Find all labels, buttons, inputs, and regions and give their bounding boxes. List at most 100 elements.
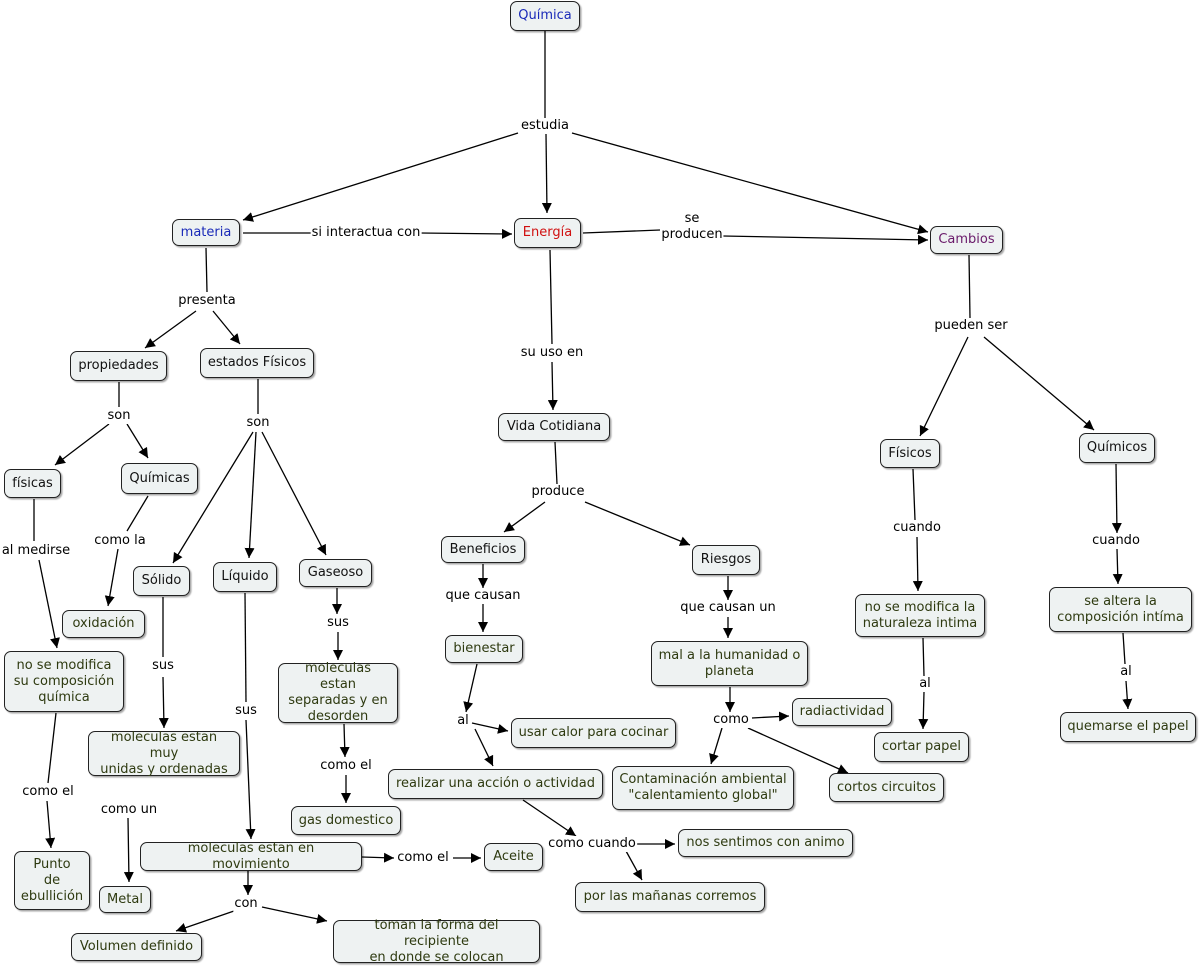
concept-materia[interactable]: materia [172,219,240,246]
concept-quimicos[interactable]: Químicos [1079,433,1155,463]
connector-line-16 [244,431,257,559]
connector-line-45 [463,663,478,713]
link-son-propiedades: son [106,408,132,424]
concept-fisicas[interactable]: físicas [4,469,61,498]
connector-line-41 [503,501,546,533]
connector-line-22 [47,712,57,784]
link-si-interactua-con: si interactua con [310,225,422,241]
connector-line-57 [968,254,971,319]
connector-line-60 [912,468,916,521]
concept-cambios[interactable]: Cambios [930,226,1003,254]
concept-solido[interactable]: Sólido [133,566,190,596]
connector-line-26 [123,817,134,883]
concept-aceite[interactable]: Aceite [484,843,543,871]
concept-no-modifica-composicion[interactable]: no se modifica su composición química [4,651,124,712]
connector-line-17 [261,431,327,556]
concept-beneficios[interactable]: Beneficios [441,536,525,563]
connector-line-66 [1122,632,1126,665]
connector-line-20 [126,495,149,532]
link-como-un: como un [99,802,159,818]
connector-line-55 [709,727,723,765]
connector-line-65 [1112,548,1123,585]
concept-liquido[interactable]: Líquido [213,562,277,592]
concept-mal-humanidad[interactable]: mal a la humanidad o planeta [651,641,808,686]
link-estudia: estudia [520,118,570,134]
concept-fisicos[interactable]: Físicos [880,439,940,468]
concept-moleculas-movimiento[interactable]: moleculas estan en movimiento [140,841,362,872]
link-que-causan: que causan [444,588,522,604]
link-produce: produce [530,484,586,500]
connector-line-10 [212,310,241,345]
connector-line-63 [918,691,929,730]
link-como-riesgos: como [712,712,750,728]
link-se-producen: se producen [660,211,724,243]
connector-line-6 [582,229,661,234]
concept-vida-cotidiana[interactable]: Vida Cotidiana [498,413,610,441]
concept-altera-composicion[interactable]: se altera la composición intíma [1049,587,1192,632]
link-presenta: presenta [177,293,237,309]
concept-contaminacion[interactable]: Contaminación ambiental "calentamiento g… [612,766,794,810]
link-como-el-punto: como el [21,784,75,800]
connector-line-59 [983,336,1095,431]
connector-line-58 [919,336,969,437]
connector-line-21 [104,548,119,607]
connector-line-62 [922,637,925,677]
connector-line-33 [361,852,395,863]
connector-line-23 [45,800,56,849]
connector-line-46 [471,722,509,734]
concept-cortar-papel[interactable]: cortar papel [874,732,969,762]
connector-line-48 [522,799,577,837]
concept-quimica[interactable]: Química [510,1,580,31]
connector-line-64 [1111,463,1122,534]
link-sus-gaseoso: sus [326,615,350,631]
concept-quemarse-papel[interactable]: quemarse el papel [1060,712,1196,742]
concept-radiactividad[interactable]: radiactividad [792,698,892,726]
concept-riesgos[interactable]: Riesgos [692,545,760,575]
concept-nos-sentimos[interactable]: nos sentimos con animo [678,829,853,857]
link-al-quimicos: al [1119,664,1133,680]
connector-line-12 [54,423,110,466]
connector-line-25 [158,676,169,729]
concept-gas-domestico[interactable]: gas domestico [291,806,401,835]
connector-line-2 [541,133,552,214]
link-como-el-gas: como el [319,758,373,774]
concept-cortos-circuitos[interactable]: cortos circuitos [829,773,944,802]
concept-energia[interactable]: Energía [514,218,581,248]
concept-estados-fisicos[interactable]: estados Físicos [200,348,314,378]
concept-gaseoso[interactable]: Gaseoso [299,559,372,587]
link-como-la: como la [93,533,147,549]
link-son-estados: son [245,415,271,431]
concept-oxidacion[interactable]: oxidación [62,610,145,638]
concept-volumen-definido[interactable]: Volumen definido [71,933,202,961]
concept-quimicas[interactable]: Químicas [121,463,198,494]
concept-usar-calor[interactable]: usar calor para cocinar [511,718,676,748]
link-como-cuando: como cuando [547,836,637,852]
connector-line-42 [584,501,691,546]
concept-propiedades[interactable]: propiedades [70,351,167,381]
connector-line-15 [172,431,254,564]
concept-moleculas-unidas[interactable]: moleculas estan muy unidas y ordenadas [88,730,240,777]
connector-line-28 [245,719,256,840]
concept-realizar-accion[interactable]: realizar una acción o actividad [388,769,603,799]
concept-moleculas-separadas[interactable]: moleculas estan separadas y en desorden [278,661,398,724]
concept-toman-forma[interactable]: toman la forma del recipiente en donde s… [333,918,540,965]
connector-line-7 [722,234,929,245]
link-al-medirse: al medirse [0,543,72,559]
connector-line-47 [474,728,494,767]
connector-line-9 [144,310,197,349]
link-pueden-ser: pueden ser [933,318,1009,334]
connector-line-40 [554,441,558,485]
link-al-fisicos: al [918,676,932,692]
concept-bienestar[interactable]: bienestar [445,635,523,663]
link-con: con [233,896,259,912]
connector-line-54 [751,711,790,722]
concept-metal[interactable]: Metal [99,886,151,913]
concept-no-modifica-naturaleza[interactable]: no se modifica la naturaleza intima [855,594,985,637]
connector-line-3 [571,132,929,235]
concept-por-las-mananas[interactable]: por las mañanas corremos [575,882,765,912]
link-cuando-fisicos: cuando [892,520,942,536]
concept-punto-ebullicion[interactable]: Punto de ebullición [14,851,90,910]
link-que-causan-un: que causan un [679,600,777,616]
connector-line-50 [625,850,643,881]
link-al-beneficios: al [456,713,470,729]
